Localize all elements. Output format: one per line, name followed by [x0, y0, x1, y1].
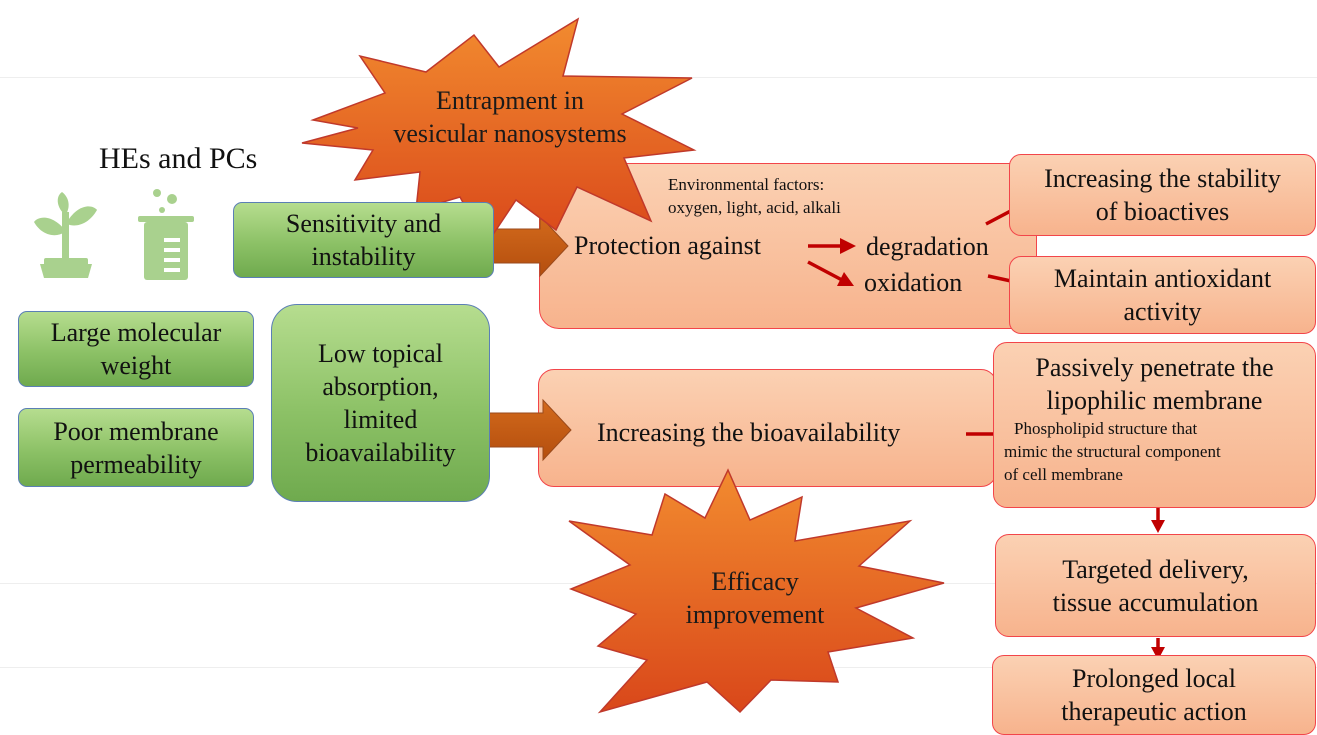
phospholipid-line: of cell membrane: [1004, 465, 1123, 484]
membrane-permeability-line: permeability: [70, 449, 202, 479]
plant-icon: [34, 192, 97, 278]
passive-penetration-box: Passively penetrate the lipophilic membr…: [993, 342, 1316, 508]
targeted-delivery-line: tissue accumulation: [1052, 587, 1259, 617]
star-entrapment: [301, 17, 697, 247]
antioxidant-line: Maintain antioxidant: [1053, 264, 1272, 293]
antioxidant-box: Maintain antioxidant activity: [1009, 256, 1316, 334]
star-efficacy-line: improvement: [685, 600, 825, 629]
star-entrapment-line: Entrapment in: [435, 86, 584, 115]
protection-against-label: Protection against: [574, 231, 762, 260]
degradation-label: degradation: [866, 232, 989, 261]
sensitivity-line: instability: [311, 242, 416, 271]
star-efficacy-label: Efficacy improvement: [680, 565, 830, 631]
targeted-delivery-box: Targeted delivery, tissue accumulation: [995, 534, 1316, 637]
prolonged-action-line: Prolonged local: [1072, 664, 1236, 693]
passive-penetration-line: lipophilic membrane: [1046, 386, 1263, 415]
sensitivity-box: Sensitivity and instability: [233, 202, 494, 278]
star-entrapment-label: Entrapment in vesicular nanosystems: [366, 84, 654, 150]
bioavailability-panel: [538, 369, 997, 487]
stability-box: Increasing the stability of bioactives: [1009, 154, 1316, 236]
stability-line: Increasing the stability: [1044, 164, 1281, 193]
targeted-delivery-line: Targeted delivery,: [1062, 554, 1249, 584]
prolonged-action-line: therapeutic action: [1061, 697, 1247, 726]
stability-line: of bioactives: [1095, 197, 1230, 226]
low-absorption-line: limited: [343, 405, 418, 434]
passive-penetration-line: Passively penetrate the: [1035, 353, 1274, 382]
molecular-weight-line: Large molecular: [50, 318, 222, 347]
prolonged-action-box: Prolonged local therapeutic action: [992, 655, 1316, 735]
low-absorption-line: Low topical: [318, 339, 443, 368]
low-absorption-line: absorption,: [322, 372, 439, 401]
beaker-icon: [138, 189, 194, 280]
low-absorption-box: Low topical absorption, limited bioavail…: [271, 304, 490, 502]
environmental-factors-line: Environmental factors:: [668, 175, 825, 194]
star-efficacy-line: Efficacy: [711, 567, 799, 596]
bioavailability-label: Increasing the bioavailability: [597, 418, 901, 447]
membrane-permeability-line: Poor membrane: [53, 416, 219, 446]
star-efficacy: [568, 468, 945, 714]
star-entrapment-line: vesicular nanosystems: [393, 119, 627, 148]
molecular-weight-line: weight: [100, 351, 172, 380]
phospholipid-line: mimic the structural component: [1004, 442, 1221, 461]
oxidation-label: oxidation: [864, 268, 963, 297]
phospholipid-line: Phospholipid structure that: [1014, 419, 1198, 438]
membrane-permeability-box: Poor membrane permeability: [18, 408, 254, 487]
molecular-weight-box: Large molecular weight: [18, 311, 254, 387]
antioxidant-line: activity: [1123, 297, 1202, 326]
sensitivity-line: Sensitivity and: [285, 209, 442, 238]
environmental-factors-line: oxygen, light, acid, alkali: [668, 198, 841, 217]
environmental-factors: Environmental factors: oxygen, light, ac…: [668, 173, 841, 219]
diagram-title: HEs and PCs: [99, 142, 258, 175]
low-absorption-line: bioavailability: [305, 438, 456, 467]
